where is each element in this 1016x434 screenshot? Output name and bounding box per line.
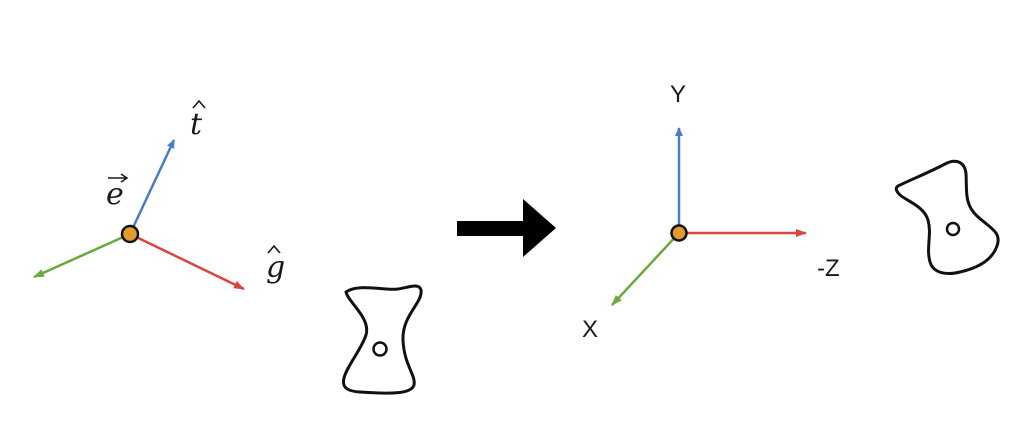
vase-outline-icon [894, 159, 1000, 276]
y-axis-label: Y [670, 81, 686, 108]
right-arrow-icon [457, 199, 556, 257]
gaze-vector-g [129, 232, 245, 291]
left-camera-frame: e t g [33, 99, 285, 291]
vector-arrow-icon [108, 173, 129, 183]
vase-outline-icon [341, 284, 423, 395]
x-axis [611, 232, 680, 306]
gaze-label: g [266, 244, 285, 285]
eye-origin-point [120, 224, 140, 244]
svg-text:g: g [266, 250, 285, 285]
up-label: t [190, 99, 206, 142]
hat-icon [267, 244, 281, 254]
origin-point [670, 224, 688, 242]
hat-icon [192, 99, 206, 109]
svg-text:e: e [106, 177, 124, 212]
neg-z-axis-label: -Z [817, 255, 840, 282]
svg-text:t: t [190, 107, 203, 142]
up-vector-t [128, 139, 176, 235]
x-axis-label: X [582, 316, 598, 343]
eye-label: e [106, 173, 129, 212]
side-vector [33, 232, 131, 279]
right-canonical-frame: Y -Z X [582, 81, 840, 343]
